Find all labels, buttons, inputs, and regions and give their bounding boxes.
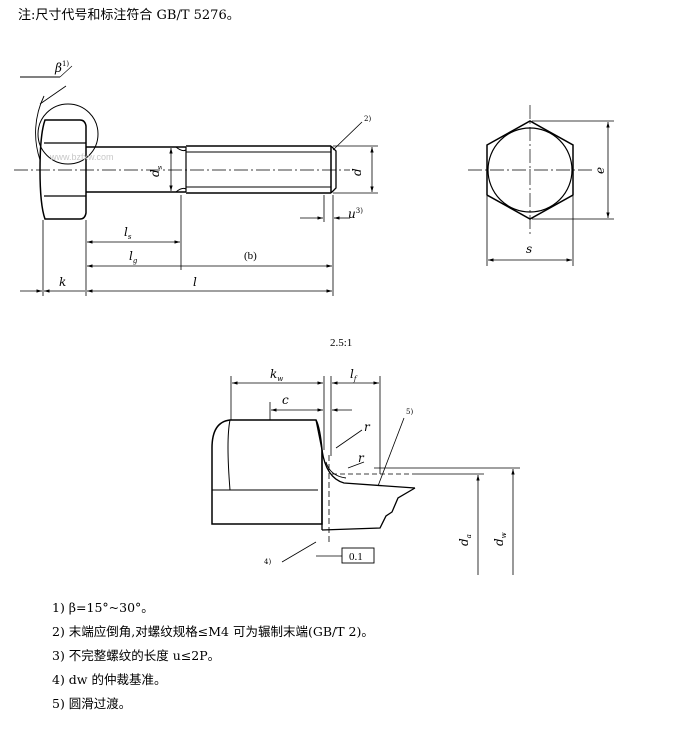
watermark-text: www.bzfxw.com: [49, 152, 114, 162]
hex-end-view: [468, 105, 614, 266]
detail-fillet: [321, 449, 416, 489]
c-label: c: [282, 393, 289, 407]
view-b-dimensions: [20, 145, 378, 296]
k-label: k: [59, 275, 66, 289]
view-b-caption: (b): [244, 250, 257, 262]
da-label: da: [457, 534, 473, 546]
ref-4-label: 4): [264, 558, 271, 566]
bolt-side-view: [14, 65, 363, 220]
ref-2-label: 2): [364, 115, 371, 123]
detail-scale-label: 2.5:1: [330, 337, 352, 349]
dw-label: dw: [492, 532, 508, 546]
r-label-lower: r: [358, 451, 365, 465]
e-label: e: [593, 167, 607, 174]
footnote-4: 4) dw 的仲裁基准。: [52, 672, 167, 687]
lf-label: lf: [350, 367, 358, 383]
beta-label: β1): [54, 60, 69, 75]
kw-label: kw: [270, 367, 283, 383]
r-label-upper: r: [364, 420, 371, 434]
tolerance-frame: [341, 547, 375, 564]
tolerance-value: 0.1: [349, 551, 363, 563]
ref-5-label: 5): [406, 408, 413, 416]
header-note: 注:尺寸代号和标注符合 GB/T 5276。: [18, 8, 240, 23]
ds-label: ds: [148, 165, 164, 177]
lg-label: lg: [129, 249, 138, 265]
bolt-head: [39, 119, 87, 220]
ls-label: ls: [124, 225, 132, 241]
u-label: u3): [348, 207, 363, 221]
footnote-3: 3) 不完整螺纹的长度 u≤2P。: [52, 648, 221, 663]
d-label: d: [350, 168, 364, 176]
detail-dimensions: [230, 376, 520, 575]
detail-labels: kw lf c r r 5) 4) 0.1 da dw: [264, 367, 508, 566]
hexagon: [486, 120, 574, 220]
s-label: s: [526, 242, 532, 256]
l-label: l: [193, 275, 197, 289]
footnote-1: 1) β=15°~30°。: [52, 600, 154, 615]
footnote-2: 2) 末端应倒角,对螺纹规格≤M4 可为辗制末端(GB/T 2)。: [52, 624, 374, 639]
detail-view: [211, 417, 416, 564]
beta-detail-circle: [37, 103, 99, 165]
view-b-labels: β1) 2) ds d u3) ls lg (b) k l www.bzfxw.…: [49, 60, 371, 289]
footnote-5: 5) 圆滑过渡。: [52, 696, 132, 711]
